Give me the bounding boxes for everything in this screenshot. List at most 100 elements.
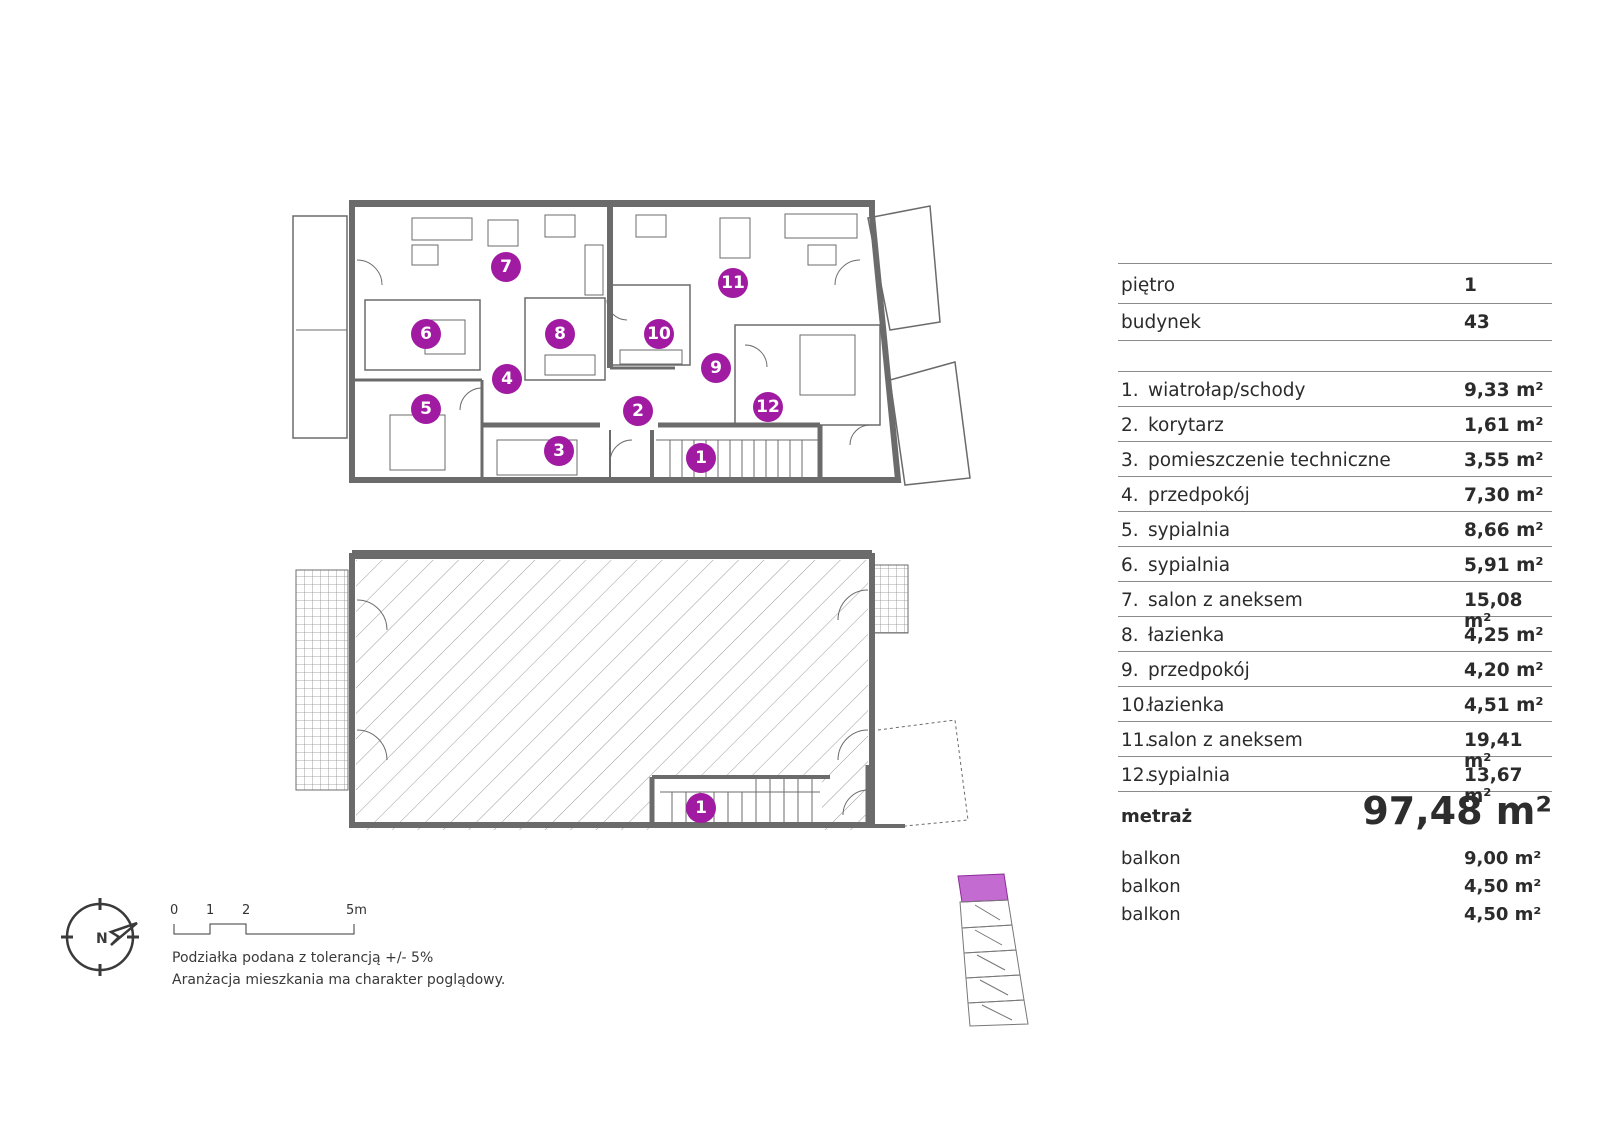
svg-text:N: N xyxy=(96,931,108,947)
room-badge-1: 1 xyxy=(686,443,716,473)
right-balcony-top xyxy=(867,205,941,331)
room-number: 8. xyxy=(1121,625,1139,646)
left-balcony xyxy=(292,215,348,439)
room-number: 3. xyxy=(1121,450,1139,471)
room-name: korytarz xyxy=(1148,415,1224,436)
lower-floor-plan xyxy=(295,550,969,830)
room-row: 5. sypialnia 8,66 m² xyxy=(1118,512,1552,547)
room-area: 7,30 m² xyxy=(1464,485,1544,506)
room-number: 10. xyxy=(1121,695,1151,716)
room-name: salon z aneksem xyxy=(1148,590,1303,611)
room-row: 3. pomieszczenie techniczne 3,55 m² xyxy=(1118,442,1552,477)
building-row: budynek 43 xyxy=(1118,304,1552,341)
room-area: 3,55 m² xyxy=(1464,450,1544,471)
room-name: pomieszczenie techniczne xyxy=(1148,450,1391,471)
balcony-area: 4,50 m² xyxy=(1464,904,1542,925)
balcony-label: balkon xyxy=(1121,848,1181,869)
total-area-row: metraż 97,48 m² xyxy=(1118,789,1552,848)
door-arcs-upper xyxy=(356,259,871,463)
right-balcony-bottom xyxy=(889,361,971,486)
room-name: sypialnia xyxy=(1148,555,1231,576)
room-area: 4,51 m² xyxy=(1464,695,1544,716)
scale-tick-0: 0 xyxy=(170,903,179,918)
room-number: 7. xyxy=(1121,590,1139,611)
room-badge-11: 11 xyxy=(718,268,748,298)
room-number: 11. xyxy=(1121,730,1151,751)
arrangement-note: Aranżacja mieszkania ma charakter pogląd… xyxy=(172,972,506,988)
room-badge-9: 9 xyxy=(701,353,731,383)
room-area: 8,66 m² xyxy=(1464,520,1544,541)
room-badge-1-lower: 1 xyxy=(686,793,716,823)
building-value: 43 xyxy=(1464,312,1490,333)
room-number: 1. xyxy=(1121,380,1139,401)
room-name: łazienka xyxy=(1148,625,1225,646)
room-badge-2: 2 xyxy=(623,396,653,426)
room-row: 11.salon z aneksem 19,41 m² xyxy=(1118,722,1552,772)
room-badge-8: 8 xyxy=(545,319,575,349)
room-row: 1. wiatrołap/schody 9,33 m² xyxy=(1118,372,1552,407)
stairs-upper xyxy=(656,439,818,478)
room-row: 9. przedpokój 4,20 m² xyxy=(1118,652,1552,687)
floor-label: piętro xyxy=(1121,275,1176,296)
scale-tick-5m: 5m xyxy=(346,903,367,918)
room-badge-5: 5 xyxy=(411,394,441,424)
room-name: salon z aneksem xyxy=(1148,730,1303,751)
room-badge-7: 7 xyxy=(491,252,521,282)
room-number: 5. xyxy=(1121,520,1139,541)
balcony-label: balkon xyxy=(1121,876,1181,897)
balcony-list: balkon 9,00 m² balkon 4,50 m² balkon 4,50 m² xyxy=(1118,848,1552,932)
total-area-label: metraż xyxy=(1121,806,1193,827)
total-area-value: 97,48 m² xyxy=(1362,789,1552,833)
room-number: 4. xyxy=(1121,485,1139,506)
room-row: 4. przedpokój 7,30 m² xyxy=(1118,477,1552,512)
balcony-area: 4,50 m² xyxy=(1464,876,1542,897)
floor-row: piętro 1 xyxy=(1118,263,1552,304)
building-label: budynek xyxy=(1121,312,1201,333)
room-number: 12. xyxy=(1121,765,1151,786)
room-area: 4,25 m² xyxy=(1464,625,1544,646)
scale-bar xyxy=(173,923,355,935)
room-area: 5,91 m² xyxy=(1464,555,1544,576)
room-name: łazienka xyxy=(1148,695,1225,716)
room-area: 15,08 m² xyxy=(1464,590,1523,632)
room-name: sypialnia xyxy=(1148,520,1231,541)
room-row: 10.łazienka 4,51 m² xyxy=(1118,687,1552,722)
balcony-area: 9,00 m² xyxy=(1464,848,1542,869)
balcony-label: balkon xyxy=(1121,904,1181,925)
room-number: 6. xyxy=(1121,555,1139,576)
room-area: 13,67 m² xyxy=(1464,765,1523,807)
room-name: wiatrołap/schody xyxy=(1148,380,1306,401)
room-badge-4: 4 xyxy=(492,364,522,394)
building-key-plan xyxy=(957,873,1029,1027)
room-number: 2. xyxy=(1121,415,1139,436)
room-row: 12.sypialnia 13,67 m² xyxy=(1118,757,1552,807)
compass-icon: N xyxy=(61,898,139,976)
room-area: 9,33 m² xyxy=(1464,380,1544,401)
room-area: 4,20 m² xyxy=(1464,660,1544,681)
balcony-row: balkon 4,50 m² xyxy=(1118,904,1552,932)
room-row: 6. sypialnia 5,91 m² xyxy=(1118,547,1552,582)
room-number: 9. xyxy=(1121,660,1139,681)
room-name: przedpokój xyxy=(1148,485,1250,506)
room-badge-6: 6 xyxy=(411,319,441,349)
room-row: 2. korytarz 1,61 m² xyxy=(1118,407,1552,442)
room-name: przedpokój xyxy=(1148,660,1250,681)
apartment-info-table: piętro 1 budynek 43 1. wiatrołap/schody 9,… xyxy=(1118,263,1552,932)
table-spacer xyxy=(1118,341,1552,372)
upper-floor-plan xyxy=(292,200,971,486)
room-badge-3: 3 xyxy=(544,436,574,466)
room-row: 8. łazienka 4,25 m² xyxy=(1118,617,1552,652)
room-list: 1. wiatrołap/schody 9,33 m² 2. korytarz 1,61 … xyxy=(1118,372,1552,807)
room-badge-10: 10 xyxy=(644,319,674,349)
scale-tolerance-note: Podziałka podana z tolerancją +/- 5% xyxy=(172,950,434,966)
scale-tick-2: 2 xyxy=(242,903,251,918)
room-area: 1,61 m² xyxy=(1464,415,1544,436)
balcony-row: balkon 9,00 m² xyxy=(1118,848,1552,876)
furniture-upper xyxy=(389,213,858,476)
room-badge-12: 12 xyxy=(753,392,783,422)
room-row: 7. salon z aneksem 15,08 m² xyxy=(1118,582,1552,632)
scale-tick-1: 1 xyxy=(206,903,215,918)
room-name: sypialnia xyxy=(1148,765,1231,786)
room-area: 19,41 m² xyxy=(1464,730,1523,772)
